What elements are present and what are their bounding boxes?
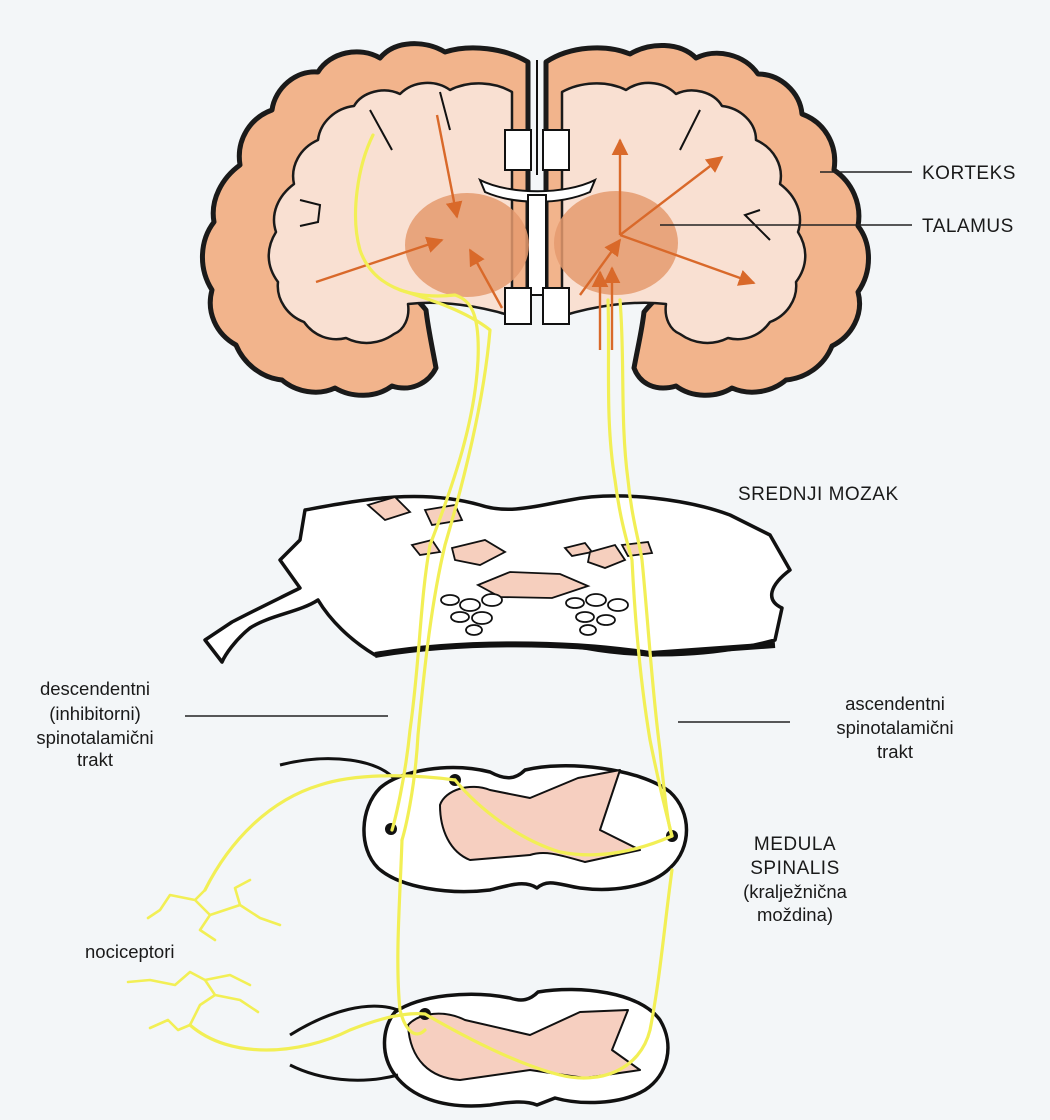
spinal-nerve-root-lower-2	[290, 1065, 398, 1080]
descending-label-line-1: descendentni	[40, 678, 150, 699]
left-lateral-ventricle	[505, 130, 531, 170]
right-thalamus	[554, 191, 678, 295]
fiber-ring	[460, 599, 480, 611]
fiber-ring	[608, 599, 628, 611]
fiber-ring	[466, 625, 482, 635]
nociceptor-branch-upper	[148, 880, 280, 940]
nociceptor-branch-lower	[128, 972, 258, 1030]
fiber-ring	[597, 615, 615, 625]
thalamus-label: TALAMUS	[922, 216, 1014, 237]
right-inferior-horn	[543, 288, 569, 324]
cortex-label: KORTEKS	[922, 163, 1016, 184]
ascending-label-line-1: ascendentni	[845, 693, 945, 714]
descending-label-line-4: trakt	[77, 749, 113, 770]
right-lateral-ventricle	[543, 130, 569, 170]
ascending-label-line-3: trakt	[877, 741, 913, 762]
nociceptors-label: nociceptori	[85, 941, 174, 962]
ascending-label-line-2: spinotalamični	[836, 717, 953, 738]
midbrain-section	[205, 496, 790, 662]
third-ventricle	[528, 195, 546, 295]
fiber-ring	[472, 612, 492, 624]
fiber-ring	[441, 595, 459, 605]
midbrain-label: SREDNJI MOZAK	[738, 484, 899, 505]
brain-section	[202, 44, 868, 396]
fiber-ring	[482, 594, 502, 606]
label-midbrain: SREDNJI MOZAK	[738, 484, 899, 505]
spinal-cord-label-line-1: MEDULA	[754, 834, 836, 855]
label-nociceptors: nociceptori	[85, 941, 174, 962]
descending-label-line-3: spinotalamični	[36, 727, 153, 748]
fiber-ring	[566, 598, 584, 608]
spinal-cord-label-line-3: (kralježnična	[743, 881, 848, 902]
spinal-cord-lower	[290, 989, 668, 1105]
fiber-ring	[580, 625, 596, 635]
label-spinal-cord: MEDULA SPINALIS (kralježnična moždina)	[743, 834, 848, 925]
label-cortex: KORTEKS	[820, 163, 1016, 184]
left-inferior-horn	[505, 288, 531, 324]
spinal-cord-label-line-2: SPINALIS	[750, 858, 840, 879]
label-ascending-tract: ascendentni spinotalamični trakt	[678, 693, 954, 762]
fiber-ring	[451, 612, 469, 622]
spinal-cord-label-line-4: moždina)	[757, 904, 833, 925]
descending-label-line-2: (inhibitorni)	[49, 703, 141, 724]
label-descending-tract: descendentni (inhibitorni) spinotalamičn…	[36, 678, 388, 770]
fiber-ring	[576, 612, 594, 622]
fiber-ring	[586, 594, 606, 606]
